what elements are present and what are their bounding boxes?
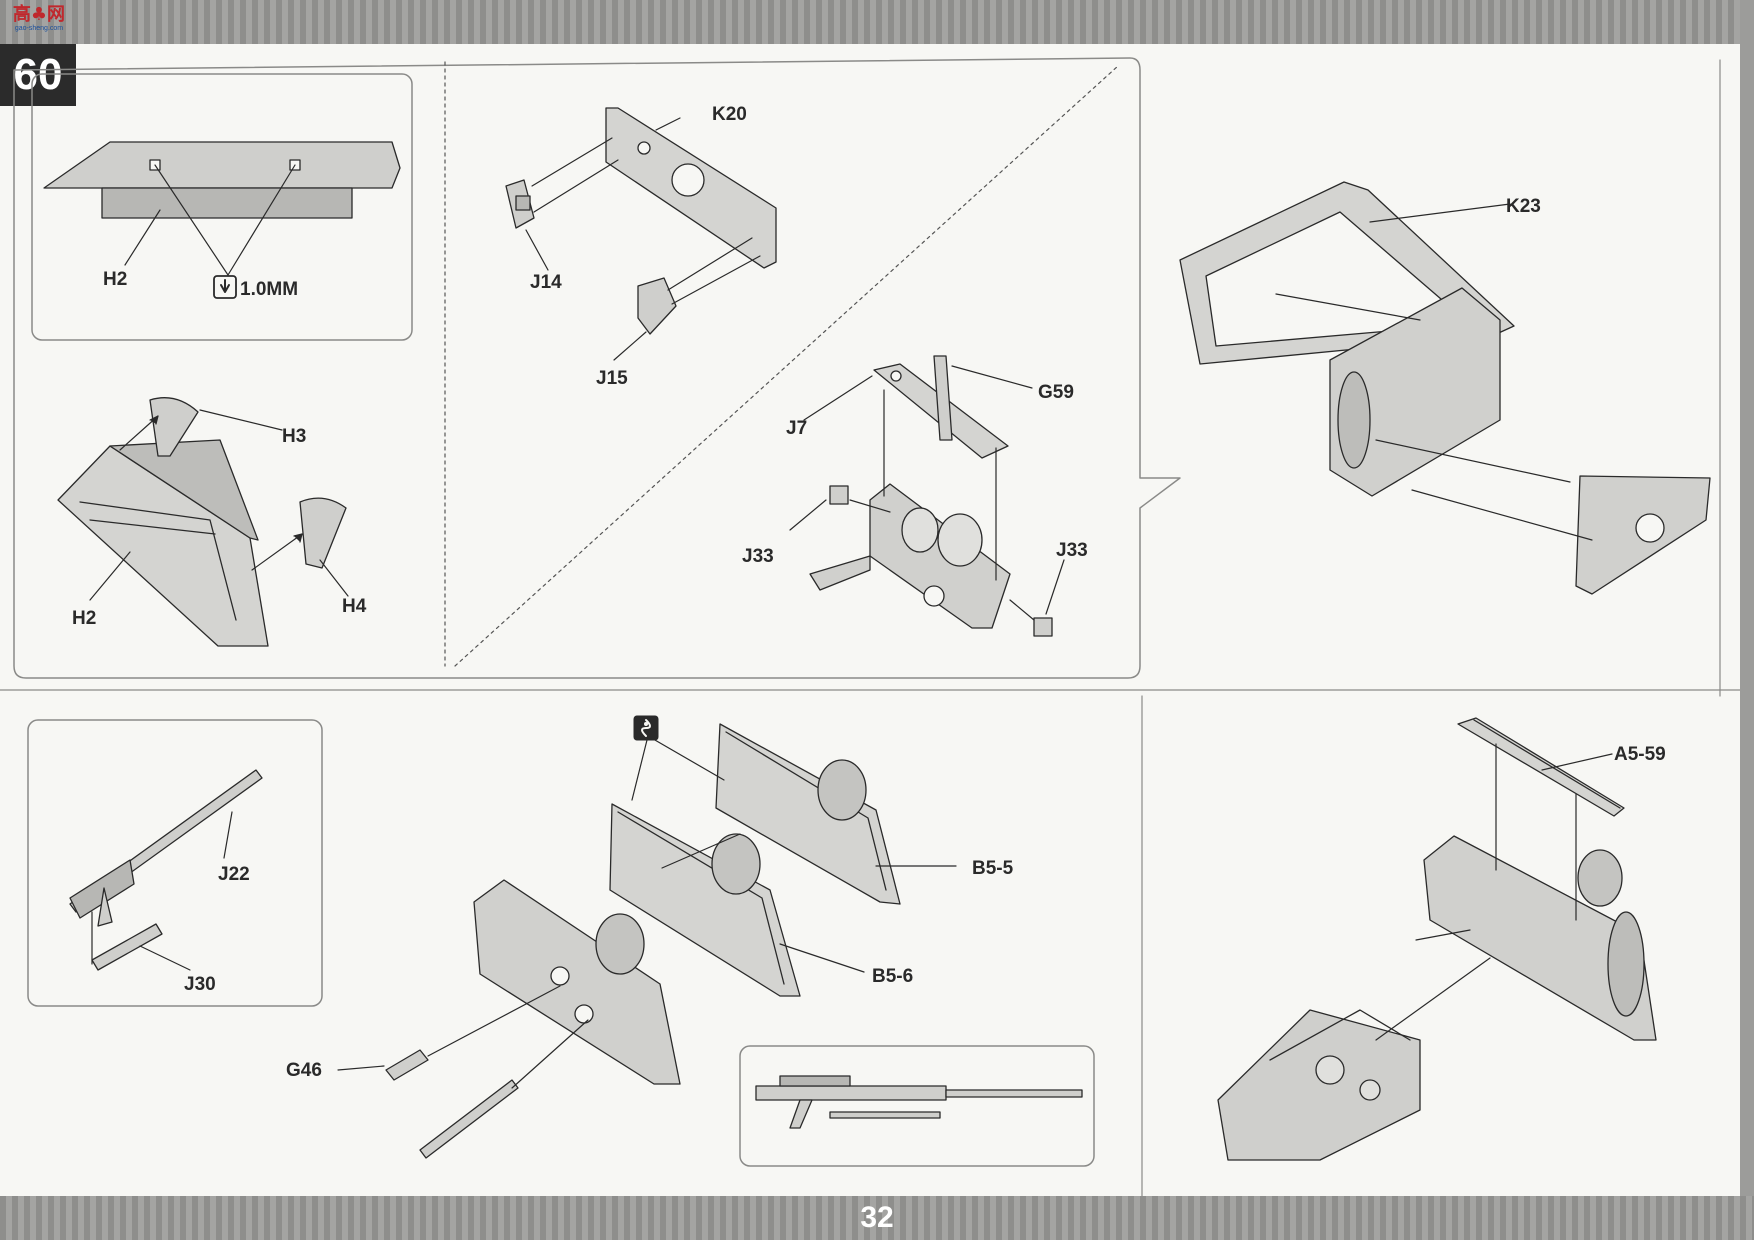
part-h2-top-view xyxy=(43,141,401,219)
label-j22: J22 xyxy=(218,864,250,885)
label-b5-6: B5-6 xyxy=(872,966,913,987)
k23-assembly-arrows xyxy=(1275,203,1593,541)
label-g59: G59 xyxy=(1038,382,1074,403)
label-h4: H4 xyxy=(342,596,367,617)
part-j14 xyxy=(505,179,535,229)
a5-assembly-arrows xyxy=(1375,743,1613,1041)
glue-icon xyxy=(633,715,659,741)
top-scan-band xyxy=(0,0,1754,44)
part-h3 xyxy=(149,397,199,457)
h2-assembly-arrows xyxy=(89,409,349,601)
label-j33-right: J33 xyxy=(1056,540,1088,561)
label-j14: J14 xyxy=(530,272,562,293)
mantlet-assembly xyxy=(1329,287,1711,595)
right-scan-band xyxy=(1740,0,1754,1240)
part-j33-right xyxy=(1033,617,1053,637)
part-k20 xyxy=(605,107,777,269)
label-k20: K20 xyxy=(712,104,747,125)
part-a5-59 xyxy=(1457,717,1625,817)
dotted-separators xyxy=(444,61,1119,667)
gun-mount-core xyxy=(809,483,1011,629)
gun-side-view xyxy=(755,1075,1083,1129)
part-h2-housing xyxy=(57,439,269,647)
bottom-scan-band xyxy=(0,1196,1754,1240)
label-h2-top: H2 xyxy=(103,269,127,290)
label-g46: G46 xyxy=(286,1060,322,1081)
j7-assembly-arrows xyxy=(789,365,1065,621)
label-a5-59: A5-59 xyxy=(1614,744,1666,765)
watermark-url: gao-sheng.com xyxy=(14,24,64,32)
label-h2-bottom: H2 xyxy=(72,608,96,629)
panel-frames xyxy=(13,57,1181,1167)
drill-icon xyxy=(213,275,237,299)
label-drill-size: 1.0MM xyxy=(240,279,298,300)
watermark-text: 高♣网 xyxy=(12,3,66,25)
coax-gun xyxy=(419,1079,519,1159)
part-j15 xyxy=(637,277,677,335)
final-mantlet xyxy=(1423,835,1657,1041)
h2-leader-lines xyxy=(124,164,296,276)
label-k23: K23 xyxy=(1506,196,1541,217)
part-j30 xyxy=(91,923,163,971)
b5-assembly-arrows xyxy=(337,735,957,1089)
part-g46 xyxy=(385,1049,429,1081)
label-b5-5: B5-5 xyxy=(972,858,1014,879)
label-h3: H3 xyxy=(282,426,306,447)
section-dividers xyxy=(0,59,1740,1196)
label-j33-left: J33 xyxy=(742,546,774,567)
part-b5-6 xyxy=(609,803,801,997)
gun-mount-lower xyxy=(473,879,681,1085)
label-j30: J30 xyxy=(184,974,216,995)
final-gun-breech xyxy=(1217,1009,1421,1161)
k20-assembly-arrows xyxy=(525,117,761,361)
part-j33-left xyxy=(829,485,849,505)
part-j22-gun xyxy=(69,769,263,927)
watermark-logo: 高♣网 gao-sheng.com xyxy=(6,4,72,34)
assembly-diagram: H2 1.0MM H3 H2 H4 K20 J14 J15 G59 J7 J33… xyxy=(0,57,1740,1196)
part-h4 xyxy=(299,497,347,569)
part-g59 xyxy=(933,355,953,441)
label-j15: J15 xyxy=(596,368,628,389)
j22-leader-lines xyxy=(91,811,233,971)
part-b5-5 xyxy=(715,723,901,905)
page-number: 32 xyxy=(860,1201,894,1234)
label-j7: J7 xyxy=(786,418,807,439)
